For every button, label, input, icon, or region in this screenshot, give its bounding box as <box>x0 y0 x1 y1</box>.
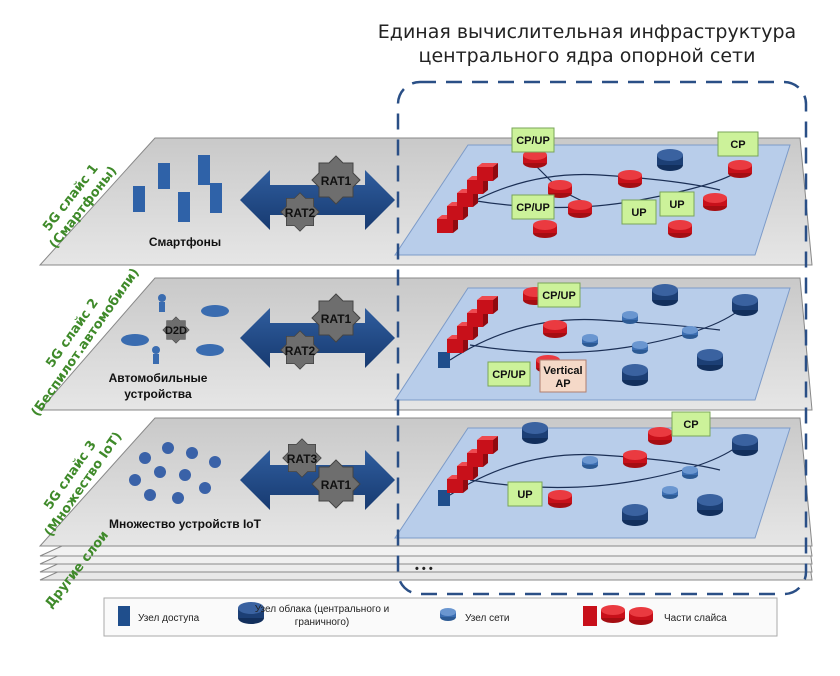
svg-text:CP/UP: CP/UP <box>492 369 526 381</box>
svg-text:Vertical: Vertical <box>543 365 582 377</box>
svg-text:AP: AP <box>555 378 570 390</box>
tag-cp: CP <box>671 411 711 437</box>
tag-cp: CP <box>717 131 759 157</box>
svg-text:CP: CP <box>730 139 745 151</box>
svg-text:D2D: D2D <box>165 325 187 337</box>
network-node-icon <box>440 608 456 621</box>
svg-text:CP/UP: CP/UP <box>542 290 576 302</box>
title-line-1: Единая вычислительная инфраструктура <box>378 21 796 43</box>
device-label-vehicles-1: Автомобильные <box>109 371 208 385</box>
access-node-icon <box>118 606 130 626</box>
svg-text:RAT1: RAT1 <box>321 312 352 326</box>
svg-text:граничного): граничного) <box>295 617 350 628</box>
iot-devices-icon <box>129 442 221 504</box>
svg-text:UP: UP <box>517 489 532 501</box>
svg-text:UP: UP <box>669 199 684 211</box>
svg-text:Узел сети: Узел сети <box>465 613 510 624</box>
svg-text:CP/UP: CP/UP <box>516 135 550 147</box>
ellipsis: • • • <box>415 563 433 575</box>
legend: Узел доступа Узел облака (центрального и… <box>103 597 778 637</box>
svg-text:RAT1: RAT1 <box>321 174 352 188</box>
function-tags: CP/UP CP/UP CP UP UP CP/UP CP/UP Vertica… <box>487 127 759 507</box>
slice-parts-icon <box>583 605 653 626</box>
svg-text:Части слайса: Части слайса <box>664 613 727 624</box>
d2d-gear-icon: D2D <box>162 316 190 344</box>
core-infrastructure-boundary <box>396 80 808 596</box>
double-arrow-icon <box>240 308 395 368</box>
vehicles-icon <box>121 294 229 364</box>
tag-cp-up: CP/UP <box>511 194 555 220</box>
svg-text:RAT1: RAT1 <box>321 478 352 492</box>
radio-access-slice-3: RAT3 RAT1 <box>240 438 395 510</box>
slice-2-network <box>438 284 758 386</box>
tag-cp-up: CP/UP <box>487 361 531 387</box>
double-arrow-icon <box>240 170 395 230</box>
svg-text:UP: UP <box>631 207 646 219</box>
tag-up: UP <box>659 191 695 217</box>
tag-cp-up: CP/UP <box>537 282 581 308</box>
svg-text:CP/UP: CP/UP <box>516 202 550 214</box>
svg-text:CP: CP <box>683 419 698 431</box>
svg-text:Узел облака (центрального и: Узел облака (центрального и <box>255 603 390 615</box>
svg-text:Узел доступа: Узел доступа <box>138 613 200 624</box>
tag-up: UP <box>621 199 657 225</box>
radio-access-slice-2: RAT1 RAT2 <box>240 293 395 370</box>
tag-cp-up: CP/UP <box>511 127 555 153</box>
svg-text:RAT2: RAT2 <box>285 344 316 358</box>
smartphones-icon <box>133 155 222 222</box>
svg-text:RAT3: RAT3 <box>287 452 318 466</box>
tag-up: UP <box>507 481 543 507</box>
device-label-vehicles-2: устройства <box>124 387 192 401</box>
radio-access-slice-1: RAT1 RAT2 <box>240 155 395 232</box>
slice-3-network <box>438 422 758 526</box>
title-line-2: центрального ядра опорной сети <box>419 45 756 67</box>
device-label-smartphones: Смартфоны <box>149 235 221 249</box>
slice-layer-3 <box>38 417 813 547</box>
device-label-iot: Множество устройств IoT <box>109 517 262 531</box>
svg-text:RAT2: RAT2 <box>285 206 316 220</box>
